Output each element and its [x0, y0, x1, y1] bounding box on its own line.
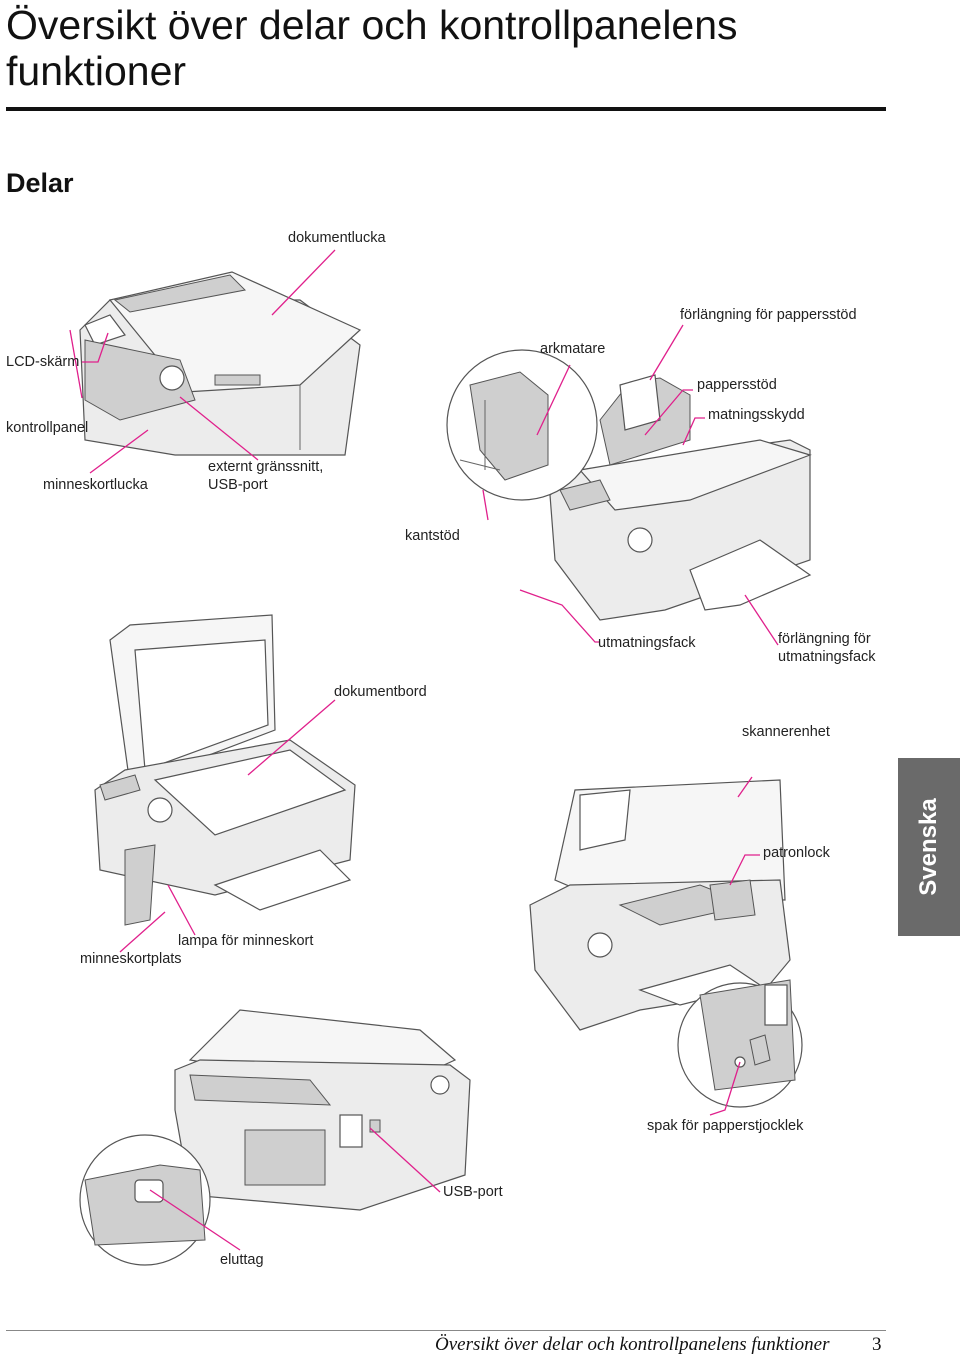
- printer-rear-illustration: [174, 1009, 471, 1211]
- page-number: 3: [872, 1334, 882, 1355]
- label-kantstod: kantstöd: [405, 528, 460, 544]
- pointer-forlangning-utmatning: [744, 594, 779, 646]
- label-forlangning-pappersstod: förlängning för pappersstöd: [680, 307, 857, 323]
- pointer-minneskortlucka: [89, 429, 149, 474]
- pointer-patronlock: [729, 854, 760, 886]
- pointer-externt: [179, 396, 259, 461]
- label-pappersstod: pappersstöd: [697, 377, 777, 393]
- label-patronlock: patronlock: [763, 845, 830, 861]
- language-tab: Svenska: [898, 758, 960, 936]
- pointer-pappersstod: [644, 389, 693, 436]
- pointer-dokumentbord: [247, 699, 336, 776]
- pointer-skannerenhet: [737, 776, 753, 798]
- label-arkmatare: arkmatare: [540, 341, 606, 357]
- label-usb: USB-port: [443, 1184, 503, 1200]
- label-lampa: lampa för minneskort: [178, 933, 314, 949]
- label-externt-line1: externt gränssnitt,: [208, 459, 324, 475]
- language-tab-label: Svenska: [915, 798, 942, 896]
- pointer-lcd: [82, 332, 109, 363]
- pointer-lampa: [167, 884, 196, 936]
- pointer-utmatningsfack: [519, 589, 600, 643]
- label-externt-line2: USB-port: [208, 477, 268, 493]
- section-heading: Delar: [6, 168, 74, 198]
- footer-title: Översikt över delar och kontrollpanelens…: [435, 1334, 830, 1355]
- label-minneskortplats: minneskortplats: [80, 951, 182, 967]
- label-kontrollpanel: kontrollpanel: [6, 420, 89, 436]
- pointer-matningsskydd: [682, 417, 705, 446]
- title-rule: [6, 107, 886, 111]
- power-socket-magnifier: [79, 1134, 211, 1266]
- label-eluttag: eluttag: [220, 1252, 264, 1268]
- printer-feeder-illustration: [549, 374, 812, 621]
- pointer-kantstod: [482, 489, 489, 521]
- label-minneskortlucka: minneskortlucka: [43, 477, 148, 493]
- pointer-spak: [709, 1061, 741, 1116]
- label-lcd: LCD-skärm: [6, 354, 80, 370]
- pointer-usb: [369, 1127, 441, 1193]
- pointer-eluttag: [149, 1189, 241, 1251]
- label-matningsskydd: matningsskydd: [708, 407, 805, 423]
- printer-closed-illustration: [79, 271, 362, 456]
- label-utmatningsfack: utmatningsfack: [598, 635, 696, 651]
- label-forlangning-utmatning-line1: förlängning för: [778, 631, 871, 647]
- label-skannerenhet: skannerenhet: [742, 724, 830, 740]
- pointer-kontrollpanel: [69, 329, 83, 399]
- footer-rule: [6, 1330, 886, 1331]
- label-dokumentlucka: dokumentlucka: [288, 230, 386, 246]
- printer-open-lid-illustration: [94, 614, 356, 926]
- thickness-lever-magnifier: [677, 979, 803, 1108]
- label-spak: spak för papperstjocklek: [647, 1118, 804, 1134]
- edge-guide-magnifier: [446, 349, 598, 501]
- pointer-forlangning-pappersstod: [649, 324, 684, 381]
- label-dokumentbord: dokumentbord: [334, 684, 427, 700]
- page-title: Översikt över delar och kontrollpanelens…: [6, 2, 738, 94]
- pointer-arkmatare: [536, 364, 571, 436]
- pointer-minneskortplats: [119, 911, 166, 953]
- label-forlangning-utmatning-line2: utmatningsfack: [778, 649, 876, 665]
- pointer-dokumentlucka: [271, 249, 336, 316]
